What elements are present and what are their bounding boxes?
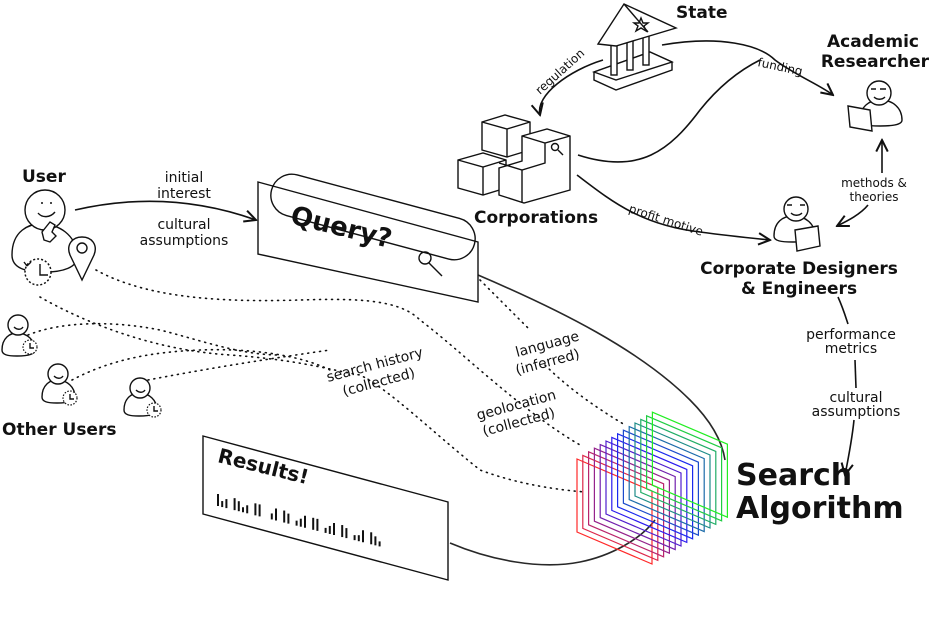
other-user-3: [123, 377, 162, 418]
cube-layer-2: [588, 450, 665, 558]
cube-layer-4: [599, 443, 676, 551]
result-bar-21: [341, 525, 344, 538]
cube-layer-8: [622, 429, 699, 537]
node-designers-label-2: & Engineers: [741, 279, 857, 299]
node-algorithm-label-1: Search: [736, 458, 852, 493]
query-panel: Query?: [257, 173, 479, 303]
edge-algo-to-results: [449, 519, 656, 566]
result-bar-13: [295, 520, 298, 526]
label-cultural-assumptions-2: assumptions: [140, 233, 229, 249]
edge-query-to-algo: [477, 274, 726, 461]
node-other-users-label: Other Users: [2, 420, 116, 440]
result-bar-25: [362, 530, 364, 543]
node-academic-label-2: Researchers: [821, 52, 929, 72]
flow-history-user: [39, 296, 586, 493]
layered-cube-icon: [576, 411, 728, 565]
edge-user-to-query: [74, 200, 256, 220]
flow-language: [479, 279, 626, 426]
cube-layer-11: [640, 418, 717, 526]
cube-layer-9: [628, 425, 705, 533]
label-profit-motive: profit motive: [627, 202, 705, 239]
flow-history-other2: [71, 348, 331, 381]
label-regulation: regulation: [533, 46, 588, 97]
result-bar-8: [258, 504, 261, 517]
edge-state-regulation: [540, 59, 604, 115]
label-funding: funding: [756, 55, 804, 78]
flow-history-other1: [27, 322, 281, 356]
result-bar-10: [275, 508, 277, 521]
user-figure: [11, 189, 79, 273]
result-bar-9: [270, 513, 273, 520]
result-bar-4: [237, 501, 240, 512]
result-bar-26: [370, 532, 373, 545]
person-laptop-icon: [847, 80, 903, 132]
result-bar-19: [328, 525, 331, 534]
edge-methods-down: [837, 204, 869, 226]
node-academic-label-1: Academic: [827, 32, 919, 52]
cube-layer-0: [576, 458, 653, 565]
label-cultural-assumptions-1: cultural: [157, 217, 210, 233]
results-panel: Results!: [202, 435, 449, 581]
node-state-label: State: [676, 3, 728, 23]
result-bar-11: [283, 510, 286, 523]
result-bar-17: [316, 518, 319, 531]
label-initial-interest-1: initial: [165, 170, 204, 186]
edge-state-funding: [661, 40, 833, 95]
result-bar-16: [312, 517, 315, 530]
result-bar-5: [242, 507, 244, 513]
other-user-2: [41, 363, 78, 406]
result-bar-12: [287, 513, 290, 524]
label-methods-1: methods &: [841, 176, 907, 190]
node-designers-label-1: Corporate Designers: [700, 259, 898, 279]
magnifier-icon: [418, 251, 443, 277]
node-corporations-label: Corporations: [474, 208, 598, 228]
result-bar-24: [357, 535, 360, 542]
location-pin-icon: [68, 236, 96, 282]
label-cultural-algo-2: assumptions: [812, 404, 901, 420]
result-bar-22: [345, 528, 348, 539]
result-bar-28: [378, 541, 381, 547]
label-initial-interest-2: interest: [157, 186, 211, 202]
result-bar-23: [353, 535, 356, 541]
label-methods-2: theories: [850, 190, 899, 204]
other-user-1: [1, 314, 38, 357]
cube-layer-1: [582, 454, 659, 562]
node-algorithm-label-2: Algorithm: [736, 491, 904, 526]
result-bar-27: [374, 536, 377, 546]
person-laptop-icon: [773, 196, 821, 252]
result-bar-14: [299, 518, 302, 527]
cube-layer-3: [593, 447, 670, 555]
history-clock-icon: [23, 258, 52, 286]
cube-layer-10: [634, 422, 711, 529]
result-bars: [217, 494, 381, 547]
label-cultural-algo-1: cultural: [829, 390, 882, 406]
result-bar-15: [304, 515, 306, 528]
edge-perf-mid: [854, 359, 857, 389]
result-bar-3: [233, 498, 236, 511]
label-performance-1: performance: [806, 327, 896, 343]
result-bar-6: [246, 505, 249, 514]
result-bar-0: [217, 494, 219, 506]
flow-history-other3: [147, 349, 331, 381]
result-bar-18: [324, 527, 327, 533]
cube-layer-5: [605, 440, 682, 547]
flow-geolocation: [95, 269, 581, 446]
result-bar-2: [225, 499, 228, 509]
edge-perf-top: [837, 296, 849, 325]
node-user-label: User: [22, 167, 66, 187]
edge-corp-profit: [576, 174, 770, 240]
cube-layer-13: [651, 411, 728, 519]
result-bar-1: [221, 501, 224, 508]
edge-corp-funding: [577, 59, 761, 163]
cube-layer-7: [617, 432, 694, 540]
result-bar-20: [333, 523, 335, 535]
cube-layer-6: [611, 436, 688, 544]
result-bar-7: [254, 503, 257, 516]
edge-cultural-algo: [845, 419, 855, 475]
stacked-blocks-icon: [457, 114, 571, 204]
government-building-icon: [591, 3, 678, 91]
label-performance-2: metrics: [825, 341, 877, 357]
cube-layer-12: [646, 414, 723, 522]
